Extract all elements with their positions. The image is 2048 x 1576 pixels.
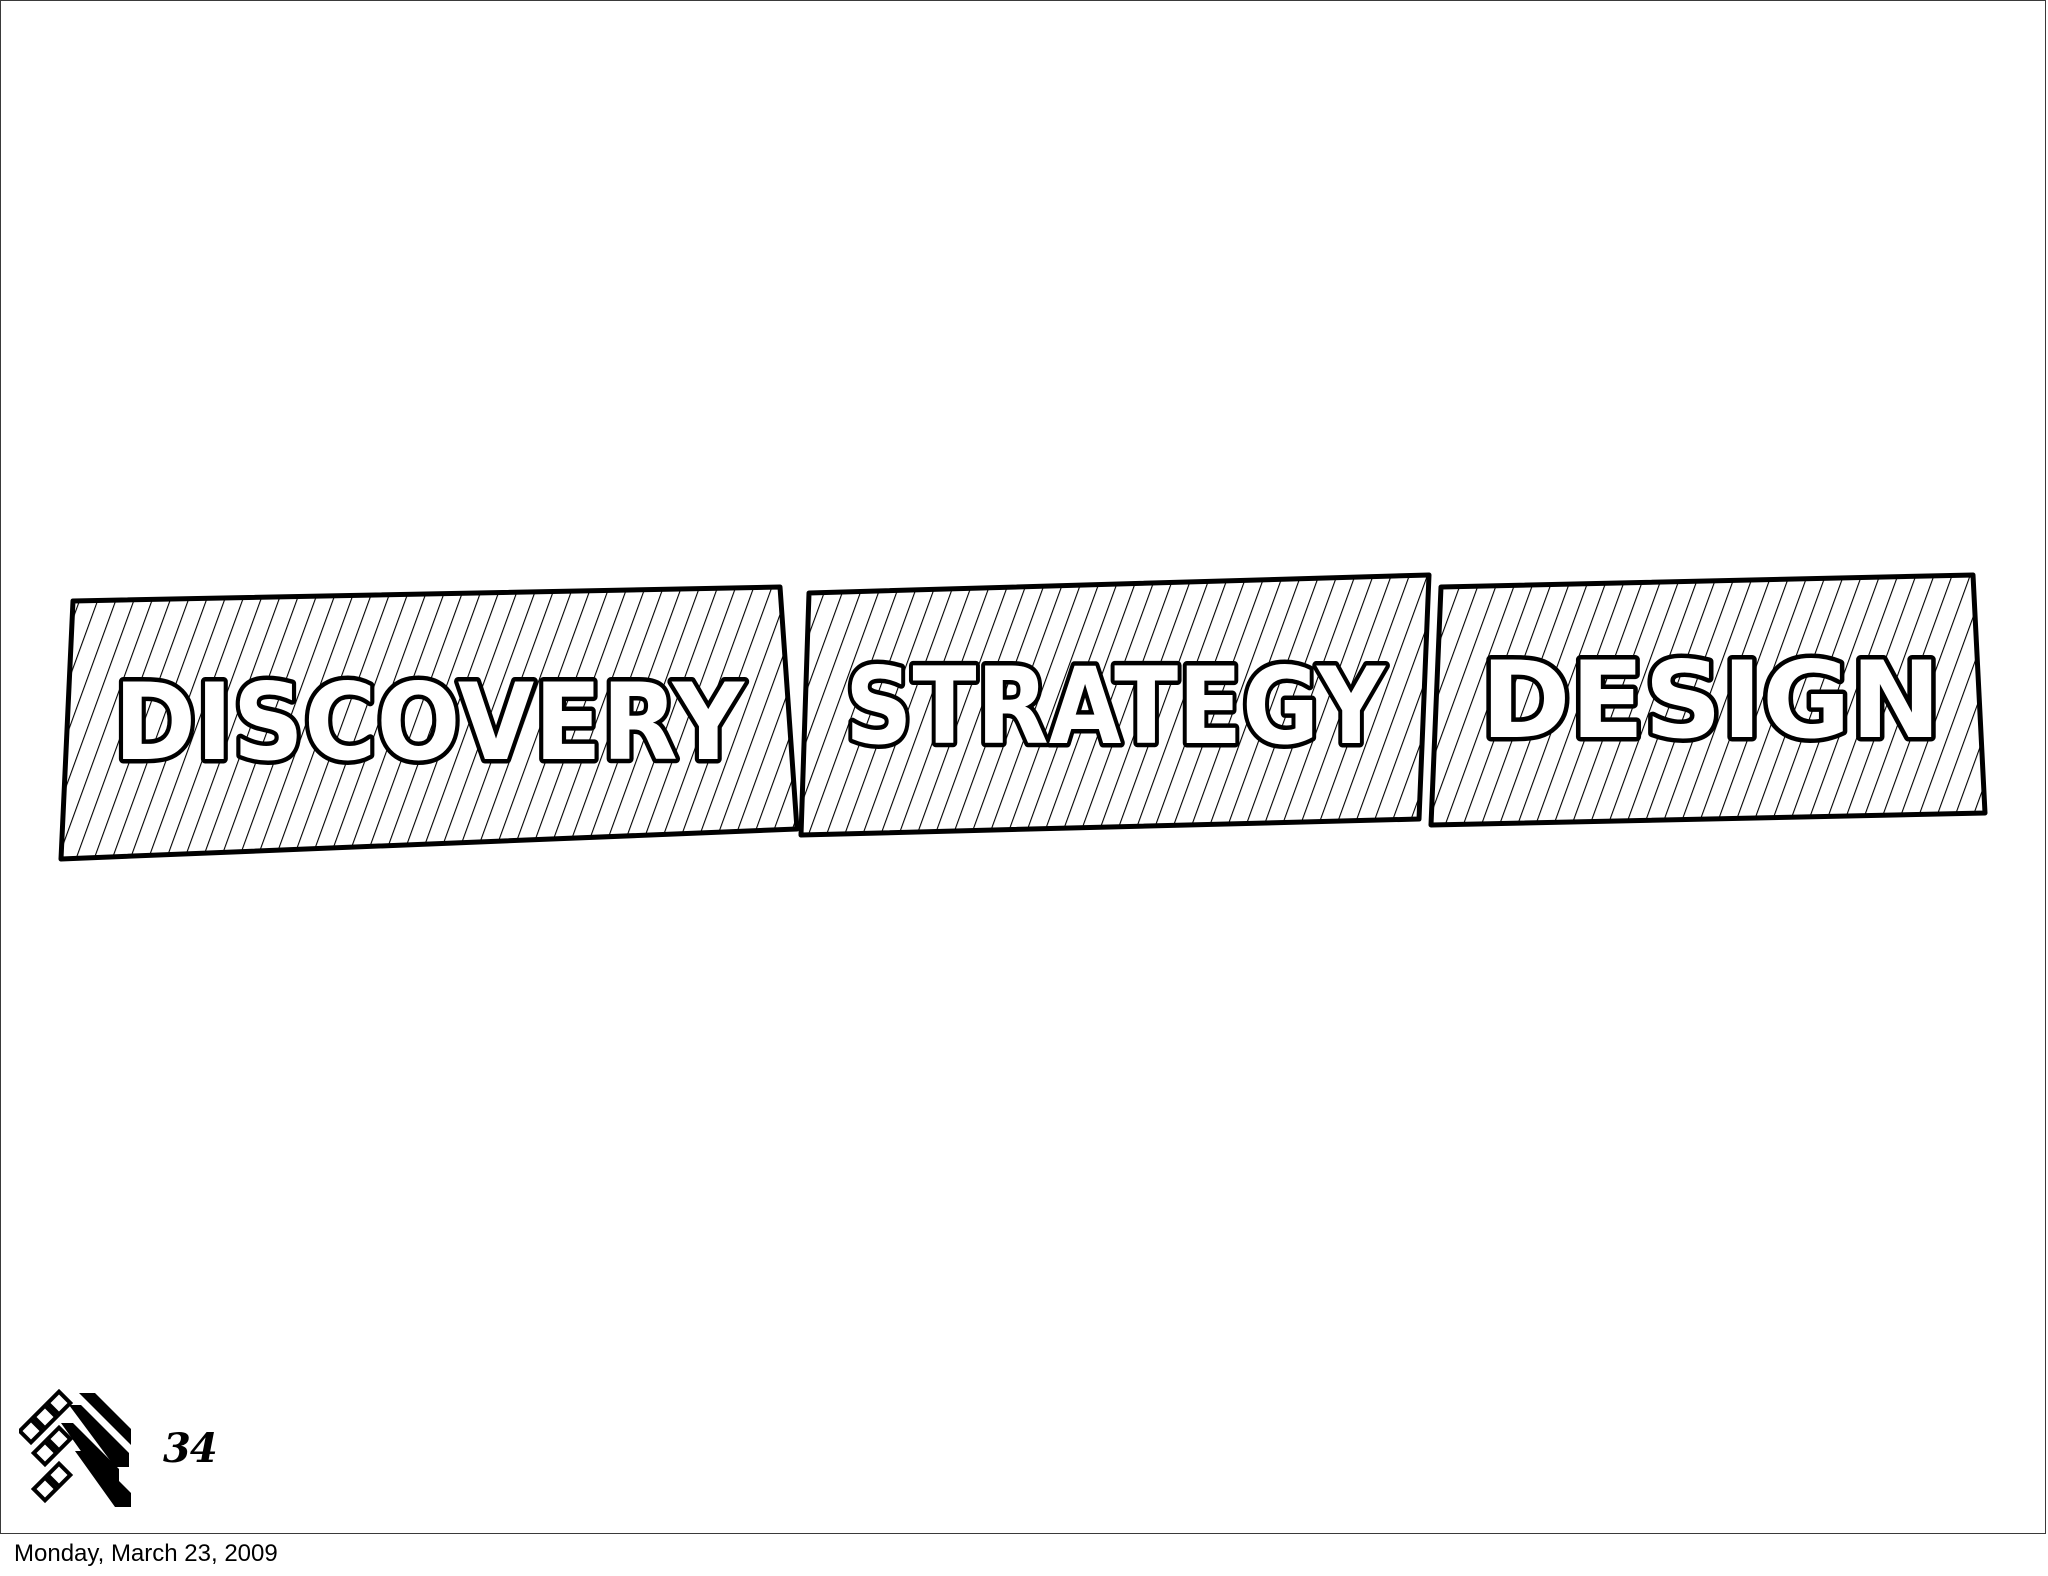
- stage-box-design: DESIGN: [1428, 572, 1988, 828]
- stage-label-design: DESIGN: [1481, 639, 1941, 762]
- slide: DISCOVERY STRATEGY DESIGN: [0, 0, 2046, 1534]
- stage-box-strategy: STRATEGY: [798, 572, 1432, 838]
- footer-date: Monday, March 23, 2009: [14, 1540, 278, 1567]
- slide-number: 34: [163, 1425, 218, 1472]
- process-bar: DISCOVERY STRATEGY DESIGN: [55, 567, 1989, 867]
- stage-box-discovery: DISCOVERY: [58, 584, 800, 862]
- stage-label-strategy: STRATEGY: [845, 645, 1386, 768]
- diamond-grid-logo-icon: [16, 1388, 139, 1513]
- stage-label-discovery: DISCOVERY: [114, 661, 745, 784]
